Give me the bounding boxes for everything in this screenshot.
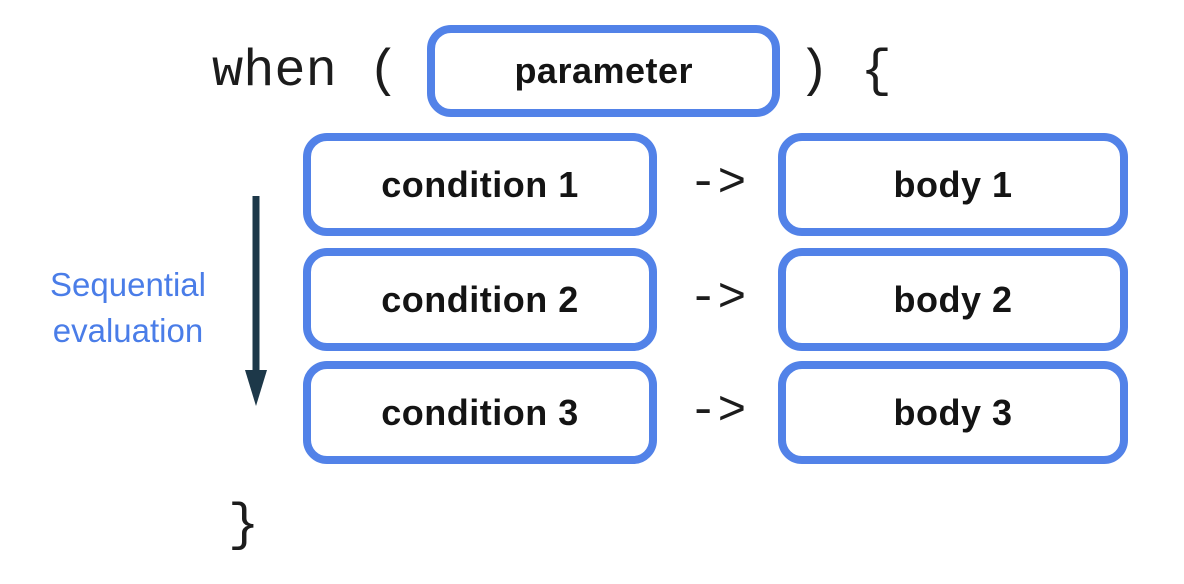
body-1-box: body 1 bbox=[778, 133, 1128, 236]
down-arrow-icon bbox=[245, 196, 267, 406]
arrow-glyph-3: -> bbox=[688, 385, 747, 439]
sequential-evaluation-note: Sequential evaluation bbox=[15, 262, 241, 354]
code-brace-close: } bbox=[228, 496, 260, 555]
sequential-evaluation-line2: evaluation bbox=[52, 312, 204, 349]
condition-2-box: condition 2 bbox=[303, 248, 657, 351]
arrow-glyph-2: -> bbox=[688, 272, 747, 326]
code-paren-close-brace-open: ) { bbox=[798, 41, 892, 101]
body-2-label: body 2 bbox=[893, 278, 1013, 320]
code-when-open: when ( bbox=[212, 41, 400, 101]
body-1-label: body 1 bbox=[893, 163, 1013, 205]
branch-row-3: condition 3 -> body 3 bbox=[303, 361, 1128, 464]
parameter-label: parameter bbox=[514, 50, 694, 91]
body-2-box: body 2 bbox=[778, 248, 1128, 351]
body-3-box: body 3 bbox=[778, 361, 1128, 464]
condition-2-label: condition 2 bbox=[381, 278, 579, 320]
when-header-row: when ( parameter ) { bbox=[212, 25, 892, 117]
condition-3-label: condition 3 bbox=[381, 391, 579, 433]
condition-3-box: condition 3 bbox=[303, 361, 657, 464]
sequential-evaluation-line1: Sequential bbox=[50, 266, 206, 303]
body-3-label: body 3 bbox=[893, 391, 1013, 433]
condition-1-label: condition 1 bbox=[381, 163, 579, 205]
branch-row-1: condition 1 -> body 1 bbox=[303, 133, 1128, 236]
parameter-box: parameter bbox=[427, 25, 781, 117]
condition-1-box: condition 1 bbox=[303, 133, 657, 236]
branch-row-2: condition 2 -> body 2 bbox=[303, 248, 1128, 351]
arrow-glyph-1: -> bbox=[688, 157, 747, 211]
